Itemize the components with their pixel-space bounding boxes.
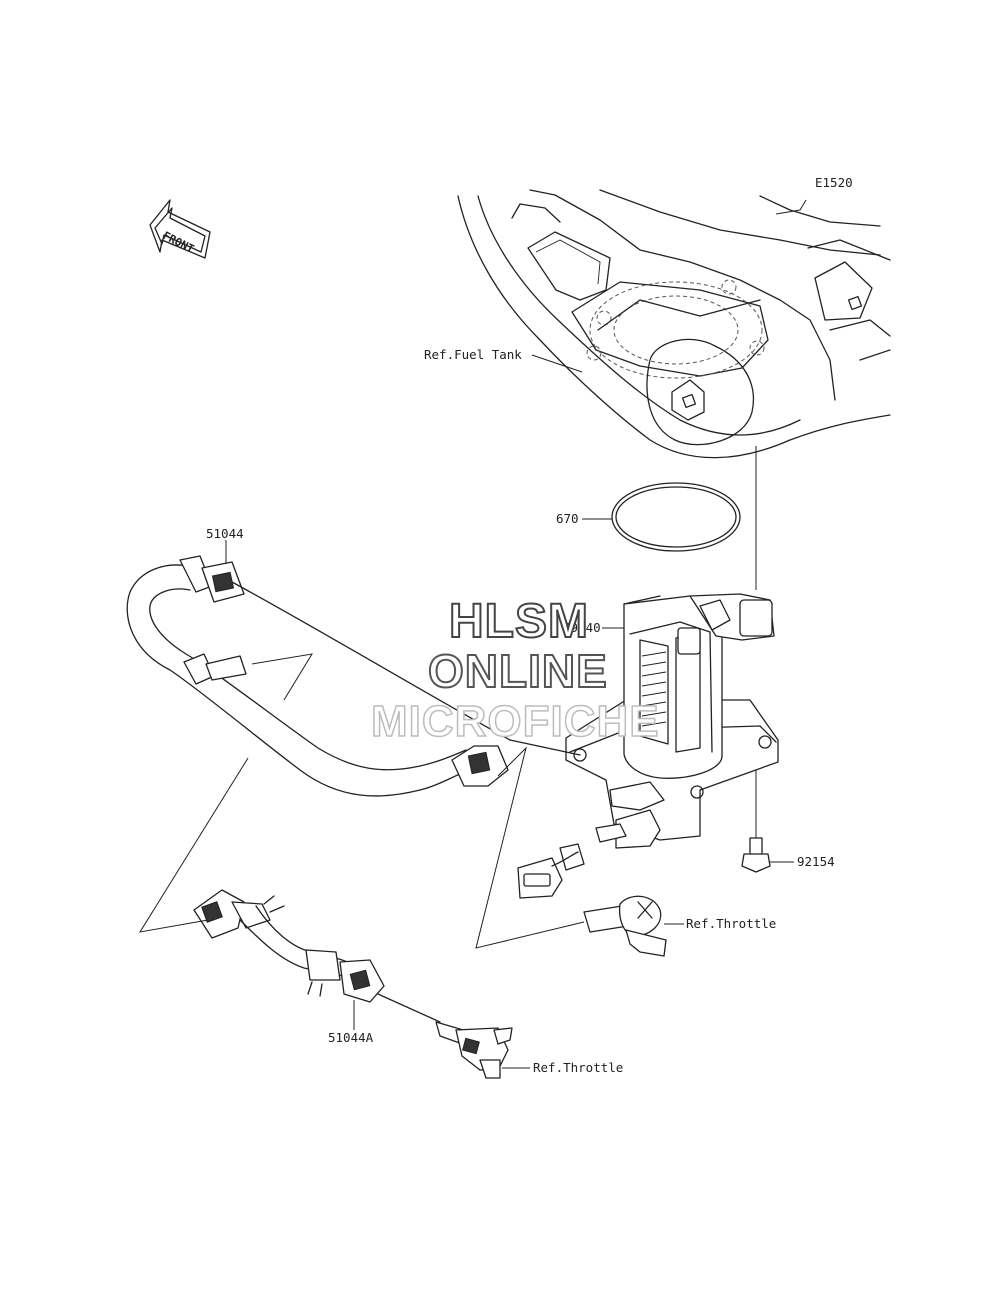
- front-arrow-icon: FRONT: [149, 199, 211, 259]
- o-ring-part-number[interactable]: 670: [556, 511, 579, 526]
- hose-lower-part-number[interactable]: 51044A: [328, 1030, 374, 1045]
- leader-lines: [225, 199, 807, 1069]
- o-ring-part: [611, 482, 741, 552]
- bolt-part: [741, 837, 771, 873]
- fuel-tank-ref-part: [457, 189, 891, 459]
- fuel-hose-upper-part: [126, 555, 581, 797]
- assembly-indicator-lines: [138, 653, 585, 949]
- hose-upper-part-number[interactable]: 51044: [206, 526, 244, 541]
- watermark-line-2: ONLINE: [427, 645, 608, 697]
- watermark-line-3: MICROFICHE: [370, 697, 660, 746]
- watermark-line-1: HLSM: [448, 595, 589, 648]
- throttle-fitting-lower: [435, 1021, 513, 1079]
- throttle-ref-lower-label[interactable]: Ref.Throttle: [533, 1060, 624, 1075]
- throttle-fitting-upper: [583, 895, 667, 957]
- fuel-tank-ref-label[interactable]: Ref.Fuel Tank: [424, 347, 522, 362]
- fuel-hose-lower-part: [193, 889, 441, 1023]
- fuel-pump-part-number[interactable]: 49040: [563, 620, 601, 635]
- throttle-ref-upper-label[interactable]: Ref.Throttle: [686, 916, 777, 931]
- fuel-pump-assembly-part: [517, 593, 779, 899]
- bolt-part-number[interactable]: 92154: [797, 854, 835, 869]
- diagram-code-label: E1520: [815, 175, 853, 190]
